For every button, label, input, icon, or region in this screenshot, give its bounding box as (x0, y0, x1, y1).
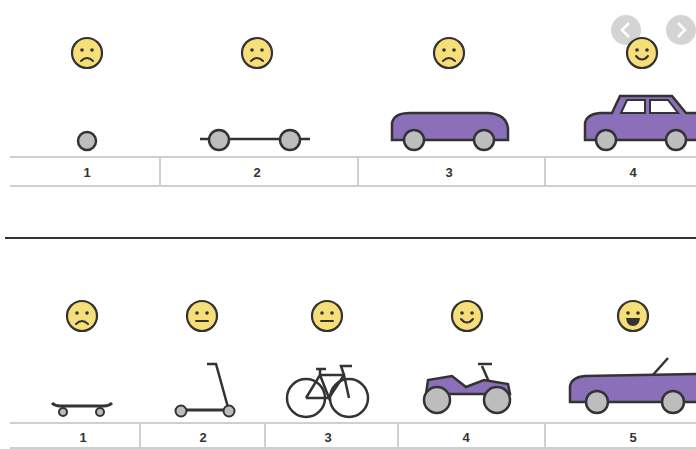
nav-buttons (611, 15, 696, 45)
stage-number: 4 (629, 165, 636, 180)
nav-next (666, 15, 696, 45)
neutral-face (312, 301, 342, 331)
full-car (585, 96, 696, 150)
separator-line (5, 237, 696, 239)
stage-number: 4 (462, 430, 469, 445)
sad-face (72, 38, 102, 68)
sad-face (67, 301, 97, 331)
chassis (200, 130, 310, 150)
convertible (570, 358, 696, 413)
number-bar (10, 423, 696, 449)
nav-prev-chevron (622, 23, 629, 37)
grin-face (618, 301, 648, 331)
bicycle (287, 366, 368, 417)
stage-number: 2 (253, 165, 260, 180)
car-body (392, 113, 508, 150)
stage-number: 1 (79, 430, 86, 445)
stage-number: 2 (199, 430, 206, 445)
sad-face (434, 38, 464, 68)
neutral-face (187, 301, 217, 331)
motorbike (424, 364, 510, 413)
happy-face (452, 301, 482, 331)
scooter (176, 364, 235, 417)
sad-face (242, 38, 272, 68)
stage-number: 3 (445, 165, 452, 180)
stage-number: 3 (324, 430, 331, 445)
skateboard (52, 403, 112, 416)
nav-next-chevron (678, 23, 685, 37)
stage-number: 5 (629, 430, 636, 445)
stage-number: 1 (83, 165, 90, 180)
number-bar (10, 157, 696, 186)
wheel (78, 132, 96, 150)
happy-face (627, 38, 657, 68)
